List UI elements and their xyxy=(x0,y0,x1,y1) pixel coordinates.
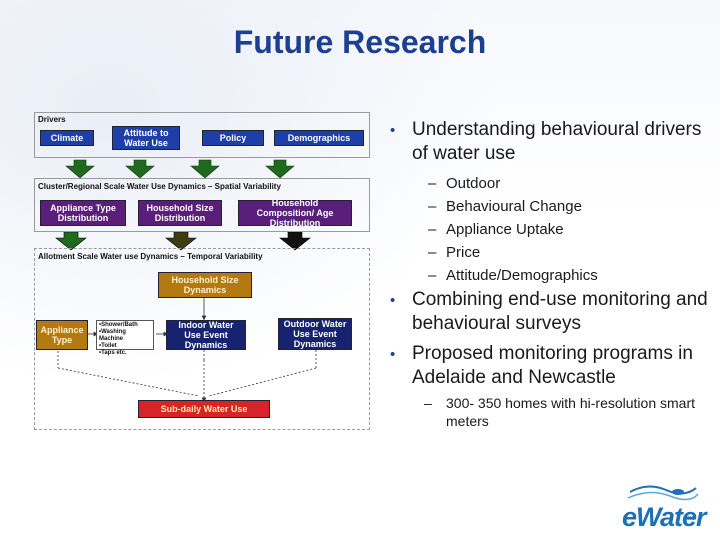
water-use-dynamics-diagram: Drivers Climate Attitude to Water Use Po… xyxy=(34,112,374,430)
bullet-dot-icon: • xyxy=(390,292,396,309)
sub-bullet-text: Price xyxy=(446,244,481,261)
appliance-item: •Shower/Bath xyxy=(99,322,138,328)
appliance-item: •Washing Machine xyxy=(99,329,126,342)
appliance-type-distribution-box: Appliance Type Distribution xyxy=(40,200,126,226)
logo-suffix: CRC xyxy=(684,516,695,522)
appliance-list-box: •Shower/Bath •Washing Machine •Toilet •T… xyxy=(96,320,154,356)
band-arrows xyxy=(55,231,311,251)
sub-bullet-text: Attitude/Demographics xyxy=(446,267,598,284)
sub-daily-water-use-box: Sub-daily Water Use xyxy=(138,400,270,418)
bullet-text: Combining end-use monitoring and behavio… xyxy=(412,289,708,334)
demographics-box: Demographics xyxy=(274,130,364,146)
climate-box: Climate xyxy=(40,130,94,146)
flow-lines xyxy=(57,298,317,403)
indoor-water-use-box: Indoor Water Use Event Dynamics xyxy=(166,320,246,350)
appliance-type-box: Appliance Type xyxy=(36,320,88,350)
diagram-connectors xyxy=(55,159,317,403)
green-arrows xyxy=(65,159,295,179)
wave-icon xyxy=(627,485,699,501)
outdoor-water-use-box: Outdoor Water Use Event Dynamics xyxy=(278,318,352,350)
sub-bullet-text: Outdoor xyxy=(446,175,501,192)
sub-bullet-text: Appliance Uptake xyxy=(446,221,564,238)
sub-bullet-text: Behavioural Change xyxy=(446,198,582,215)
temporal-frame xyxy=(34,248,370,430)
drivers-label: Drivers xyxy=(38,115,66,124)
ewater-logo: eWater CRC xyxy=(620,482,707,534)
slide-title: Future Research xyxy=(233,24,487,60)
spatial-label: Cluster/Regional Scale Water Use Dynamic… xyxy=(38,182,281,191)
attitude-box: Attitude to Water Use xyxy=(112,126,180,150)
appliance-item: •Taps etc. xyxy=(99,350,127,356)
logo-text: eWater xyxy=(622,502,707,532)
bullet-dot-icon: • xyxy=(390,346,396,363)
appliance-item: •Toilet xyxy=(99,343,117,349)
sub-bullet-text: 300- 350 homes with hi-resolution smart … xyxy=(446,395,696,429)
household-size-dynamics-box: Household Size Dynamics xyxy=(158,272,252,298)
spatial-frame xyxy=(34,178,370,232)
temporal-label: Allotment Scale Water use Dynamics – Tem… xyxy=(38,252,263,261)
bullet-text: Understanding behavioural drivers of wat… xyxy=(412,119,702,164)
household-composition-box: Household Composition/ Age Distribution xyxy=(238,198,352,228)
drivers-frame xyxy=(34,112,370,158)
bullet-dot-icon: • xyxy=(390,122,396,139)
policy-box: Policy xyxy=(202,130,264,146)
bullet-text: Proposed monitoring programs in Adelaide… xyxy=(412,343,693,388)
household-size-distribution-box: Household Size Distribution xyxy=(138,200,222,226)
